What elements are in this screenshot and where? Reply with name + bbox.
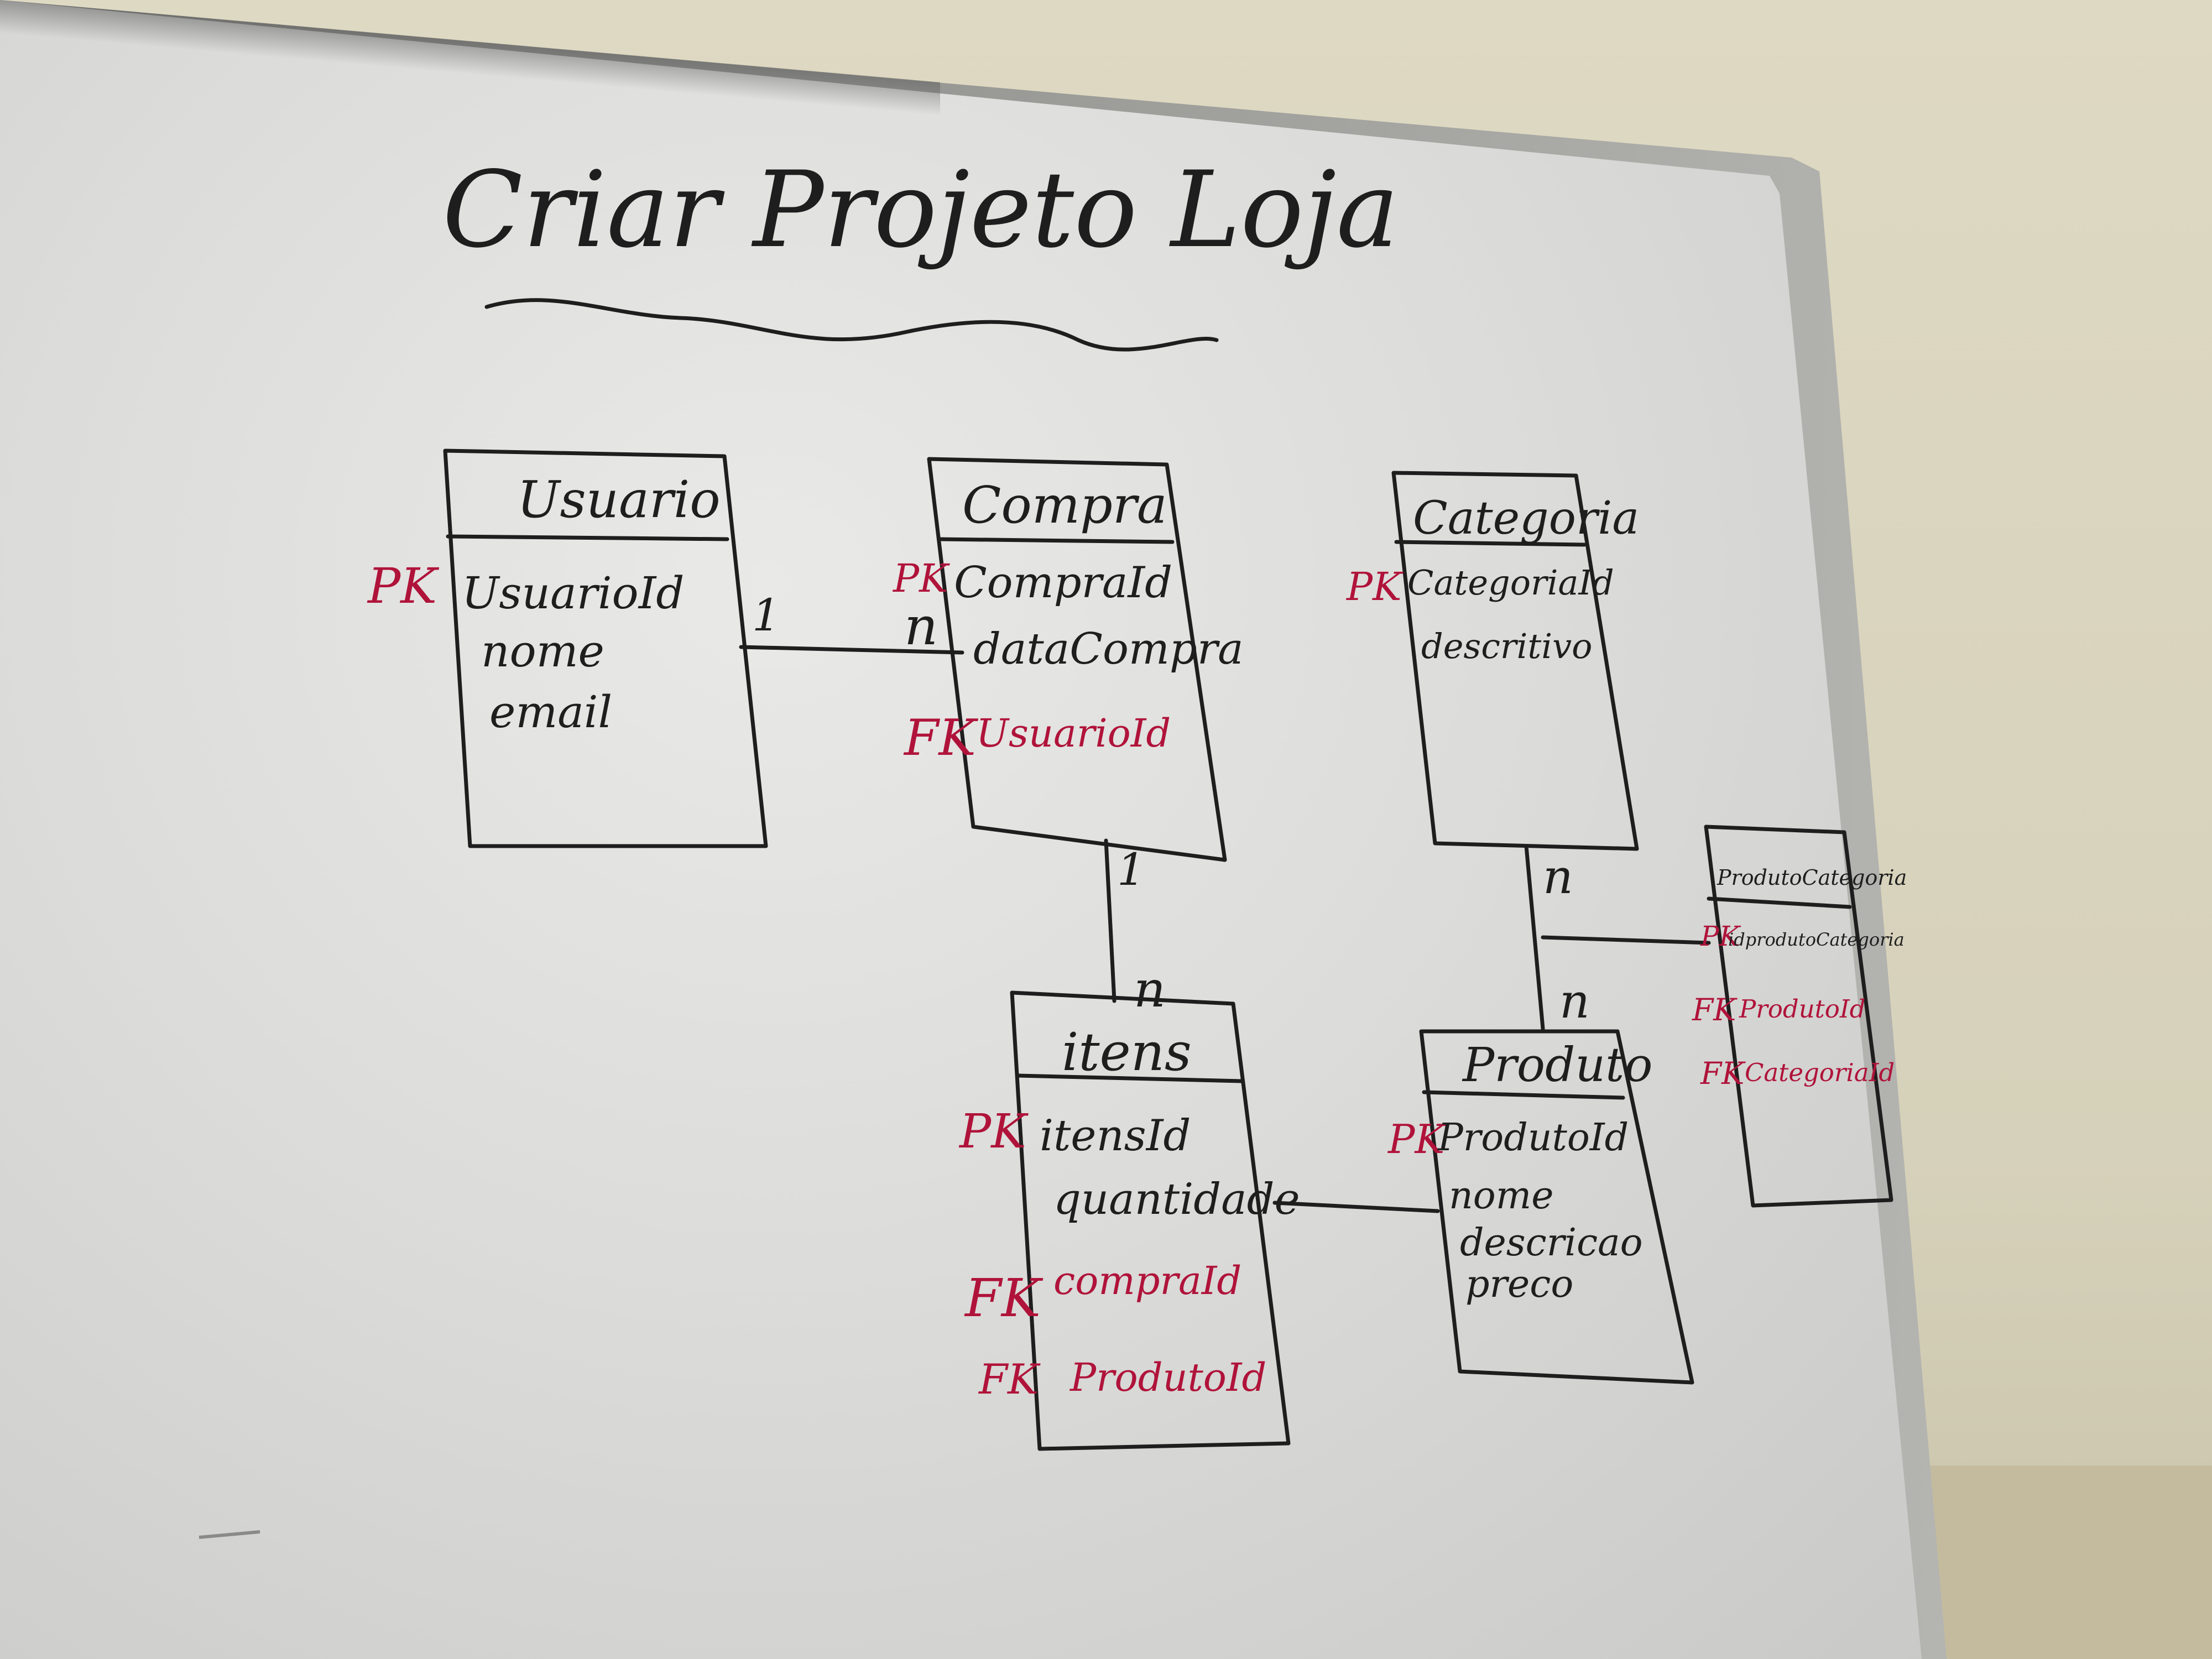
- cardinality-itens-top: n: [1134, 961, 1166, 1019]
- relation-line-produtocategoria: [1541, 935, 1711, 945]
- relation-line-itens-produto: [1272, 1201, 1440, 1213]
- usuario-field-1-key: PK: [367, 557, 439, 614]
- entity-categoria-box: [1391, 471, 1639, 851]
- usuario-field-3-name: email: [489, 686, 612, 738]
- produtocategoria-field-1-key: PK: [1700, 920, 1741, 952]
- produto-field-4-name: preco: [1465, 1262, 1573, 1306]
- entity-categoria-title: Categoria: [1413, 492, 1639, 545]
- itens-field-3-key: FK: [964, 1268, 1044, 1329]
- itens-field-1-key: PK: [958, 1104, 1029, 1159]
- produtocategoria-field-2-name: ProdutoId: [1739, 994, 1865, 1024]
- board-title: Criar Projeto Loja: [442, 149, 1399, 271]
- entity-produto-box: [1419, 1029, 1694, 1385]
- produto-field-2-name: nome: [1449, 1174, 1553, 1218]
- itens-field-1-name: itensId: [1040, 1111, 1191, 1161]
- produtocategoria-field-3-key: FK: [1700, 1056, 1746, 1091]
- compra-field-2-name: dataCompra: [973, 624, 1244, 674]
- entity-itens-title: itens: [1062, 1022, 1192, 1083]
- entity-produtocategoria: ProdutoCategoria PK idprodutoCategoria F…: [1692, 825, 1907, 1208]
- itens-field-3-name: compraId: [1053, 1258, 1241, 1303]
- compra-field-1-key: PK: [892, 556, 950, 601]
- cardinality-usuario-side: 1: [752, 589, 780, 641]
- itens-field-4-name: ProdutoId: [1069, 1355, 1266, 1400]
- usuario-field-1-name: UsuarioId: [462, 567, 685, 619]
- entity-compra-box: [927, 457, 1227, 862]
- entity-compra-title: Compra: [962, 476, 1167, 535]
- compra-field-1-name: CompraId: [954, 558, 1172, 608]
- entity-usuario-title: Usuario: [517, 470, 721, 529]
- entity-produto-title: Produto: [1462, 1038, 1653, 1093]
- entity-produto-divider: [1422, 1090, 1625, 1100]
- entity-usuario: Usuario PK UsuarioId nome email: [367, 448, 768, 848]
- categoria-field-2-name: descritivo: [1421, 626, 1593, 666]
- entity-categoria: Categoria PK CategoriaId descritivo: [1345, 471, 1639, 851]
- usuario-field-2-name: nome: [481, 625, 604, 677]
- produtocategoria-field-2-key: FK: [1692, 992, 1738, 1027]
- marker-smudge: [199, 1530, 260, 1539]
- entity-compra-divider: [938, 537, 1175, 544]
- entity-produtocategoria-title: ProdutoCategoria: [1717, 865, 1907, 890]
- produtocategoria-field-3-name: CategoriaId: [1745, 1058, 1895, 1087]
- relation-line-compra-itens: [1104, 838, 1117, 1003]
- entity-usuario-divider: [446, 534, 729, 541]
- entity-usuario-box: [443, 448, 768, 848]
- entity-categoria-divider: [1394, 540, 1587, 547]
- entity-itens-divider: [1015, 1073, 1244, 1083]
- cardinality-categoria-bottom: n: [1543, 850, 1573, 905]
- produto-field-1-key: PK: [1387, 1116, 1447, 1162]
- whiteboard-surface: [0, 0, 1922, 1659]
- relation-line-usuario-compra: [739, 645, 964, 655]
- compra-field-3-name: UsuarioId: [976, 711, 1171, 756]
- entity-itens: itens PK itensId quantidade FK compraId …: [958, 990, 1300, 1451]
- produto-field-3-name: descricao: [1460, 1221, 1643, 1265]
- produto-field-1-name: ProdutoId: [1437, 1116, 1629, 1160]
- cardinality-compra-side: n: [904, 596, 938, 657]
- wall-shelf: [1908, 1465, 2212, 1659]
- categoria-field-1-key: PK: [1345, 564, 1404, 609]
- relation-line-categoria-produto: [1524, 844, 1545, 1031]
- cardinality-compra-bottom: 1: [1117, 844, 1145, 895]
- entity-compra: Compra PK CompraId dataCompra FK Usuario…: [892, 457, 1244, 862]
- itens-field-4-key: FK: [978, 1355, 1041, 1404]
- produtocategoria-field-1-name: idprodutoCategoria: [1728, 929, 1905, 950]
- entity-produtocategoria-box: [1704, 825, 1893, 1208]
- compra-field-3-key: FK: [903, 709, 978, 767]
- itens-field-2-name: quantidade: [1053, 1175, 1300, 1224]
- categoria-field-1-name: CategoriaId: [1407, 562, 1614, 603]
- entity-produtocategoria-divider: [1707, 896, 1852, 909]
- entity-itens-box: [1010, 990, 1291, 1451]
- title-underline: [484, 298, 1219, 352]
- cardinality-produto-top: n: [1559, 974, 1590, 1029]
- entity-produto: Produto PK ProdutoId nome descricao prec…: [1387, 1029, 1694, 1385]
